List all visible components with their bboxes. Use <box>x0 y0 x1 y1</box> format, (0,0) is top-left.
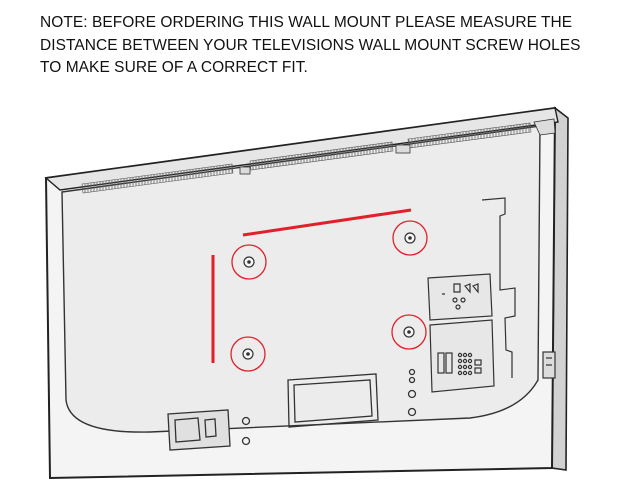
bottom-ports <box>167 368 417 451</box>
right-connector-area <box>427 197 556 393</box>
screw-holes <box>230 220 428 372</box>
screw-hole-top-right-icon <box>392 220 428 256</box>
note-line-3: TO MAKE SURE OF A CORRECT FIT. <box>40 59 308 76</box>
wall-mount-note: NOTE: BEFORE ORDERING THIS WALL MOUNT PL… <box>40 12 610 80</box>
screw-hole-bottom-right-icon <box>391 314 427 350</box>
screw-hole-top-left-icon <box>231 244 267 280</box>
screw-hole-bottom-left-icon <box>230 336 266 372</box>
top-vents <box>81 118 556 194</box>
note-line-2: DISTANCE BETWEEN YOUR TELEVISIONS WALL M… <box>40 36 581 54</box>
note-line-1: NOTE: BEFORE ORDERING THIS WALL MOUNT PL… <box>40 14 573 31</box>
horizontal-measure-line <box>242 208 412 237</box>
tv-body <box>44 106 569 480</box>
